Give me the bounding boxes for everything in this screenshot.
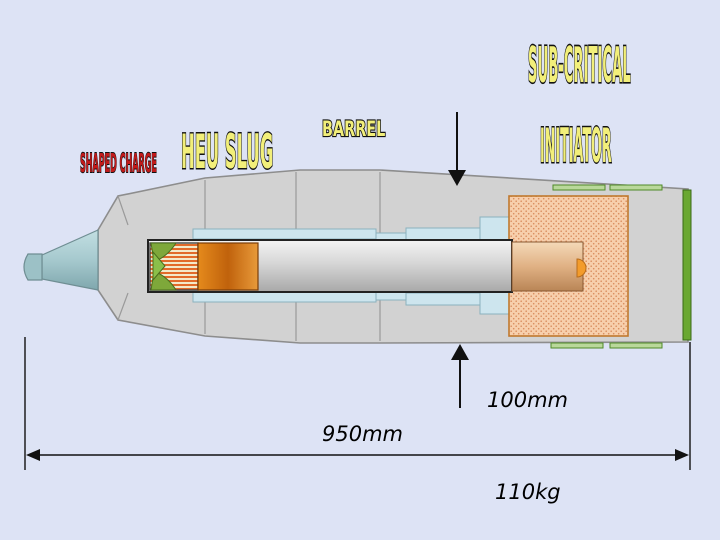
nose-fuze	[41, 229, 99, 291]
dim-length: 950mm	[322, 422, 403, 446]
band-top-1	[552, 184, 606, 191]
dim-caliber: 100mm	[487, 388, 568, 412]
label-shaped-charge: SHAPED CHARGE	[80, 150, 157, 178]
band-bottom-2	[609, 342, 663, 349]
dim-mass: 110kg	[495, 480, 561, 504]
nose-tip	[23, 253, 43, 281]
liner-bottom-left	[192, 291, 377, 303]
base-plate	[682, 189, 692, 341]
heu-slug	[197, 242, 259, 291]
band-top-2	[609, 184, 663, 191]
label-heu-slug: HEU SLUG	[181, 125, 273, 180]
liner-bottom-right	[405, 292, 481, 306]
initiator-tip	[576, 258, 587, 278]
liner-bottom-mid	[375, 291, 407, 301]
liner-top-left	[192, 228, 377, 240]
breech-collar-bottom	[479, 291, 511, 315]
shaped-charge-cone	[152, 250, 166, 282]
breech-collar-top	[479, 216, 511, 242]
label-sub-critical: SUB-CRITICAL	[528, 38, 631, 94]
dim-arrow-right	[675, 449, 689, 461]
barrel-arrow-head	[448, 170, 466, 186]
caliber-arrow-head	[451, 344, 469, 360]
initiator-rod	[511, 241, 584, 292]
liner-top-right	[405, 227, 481, 241]
band-bottom-1	[550, 342, 604, 349]
dim-arrow-left	[26, 449, 40, 461]
shell-seam	[117, 195, 129, 321]
label-barrel: BARREL	[322, 117, 385, 142]
label-initiator: INITIATOR	[540, 120, 612, 175]
